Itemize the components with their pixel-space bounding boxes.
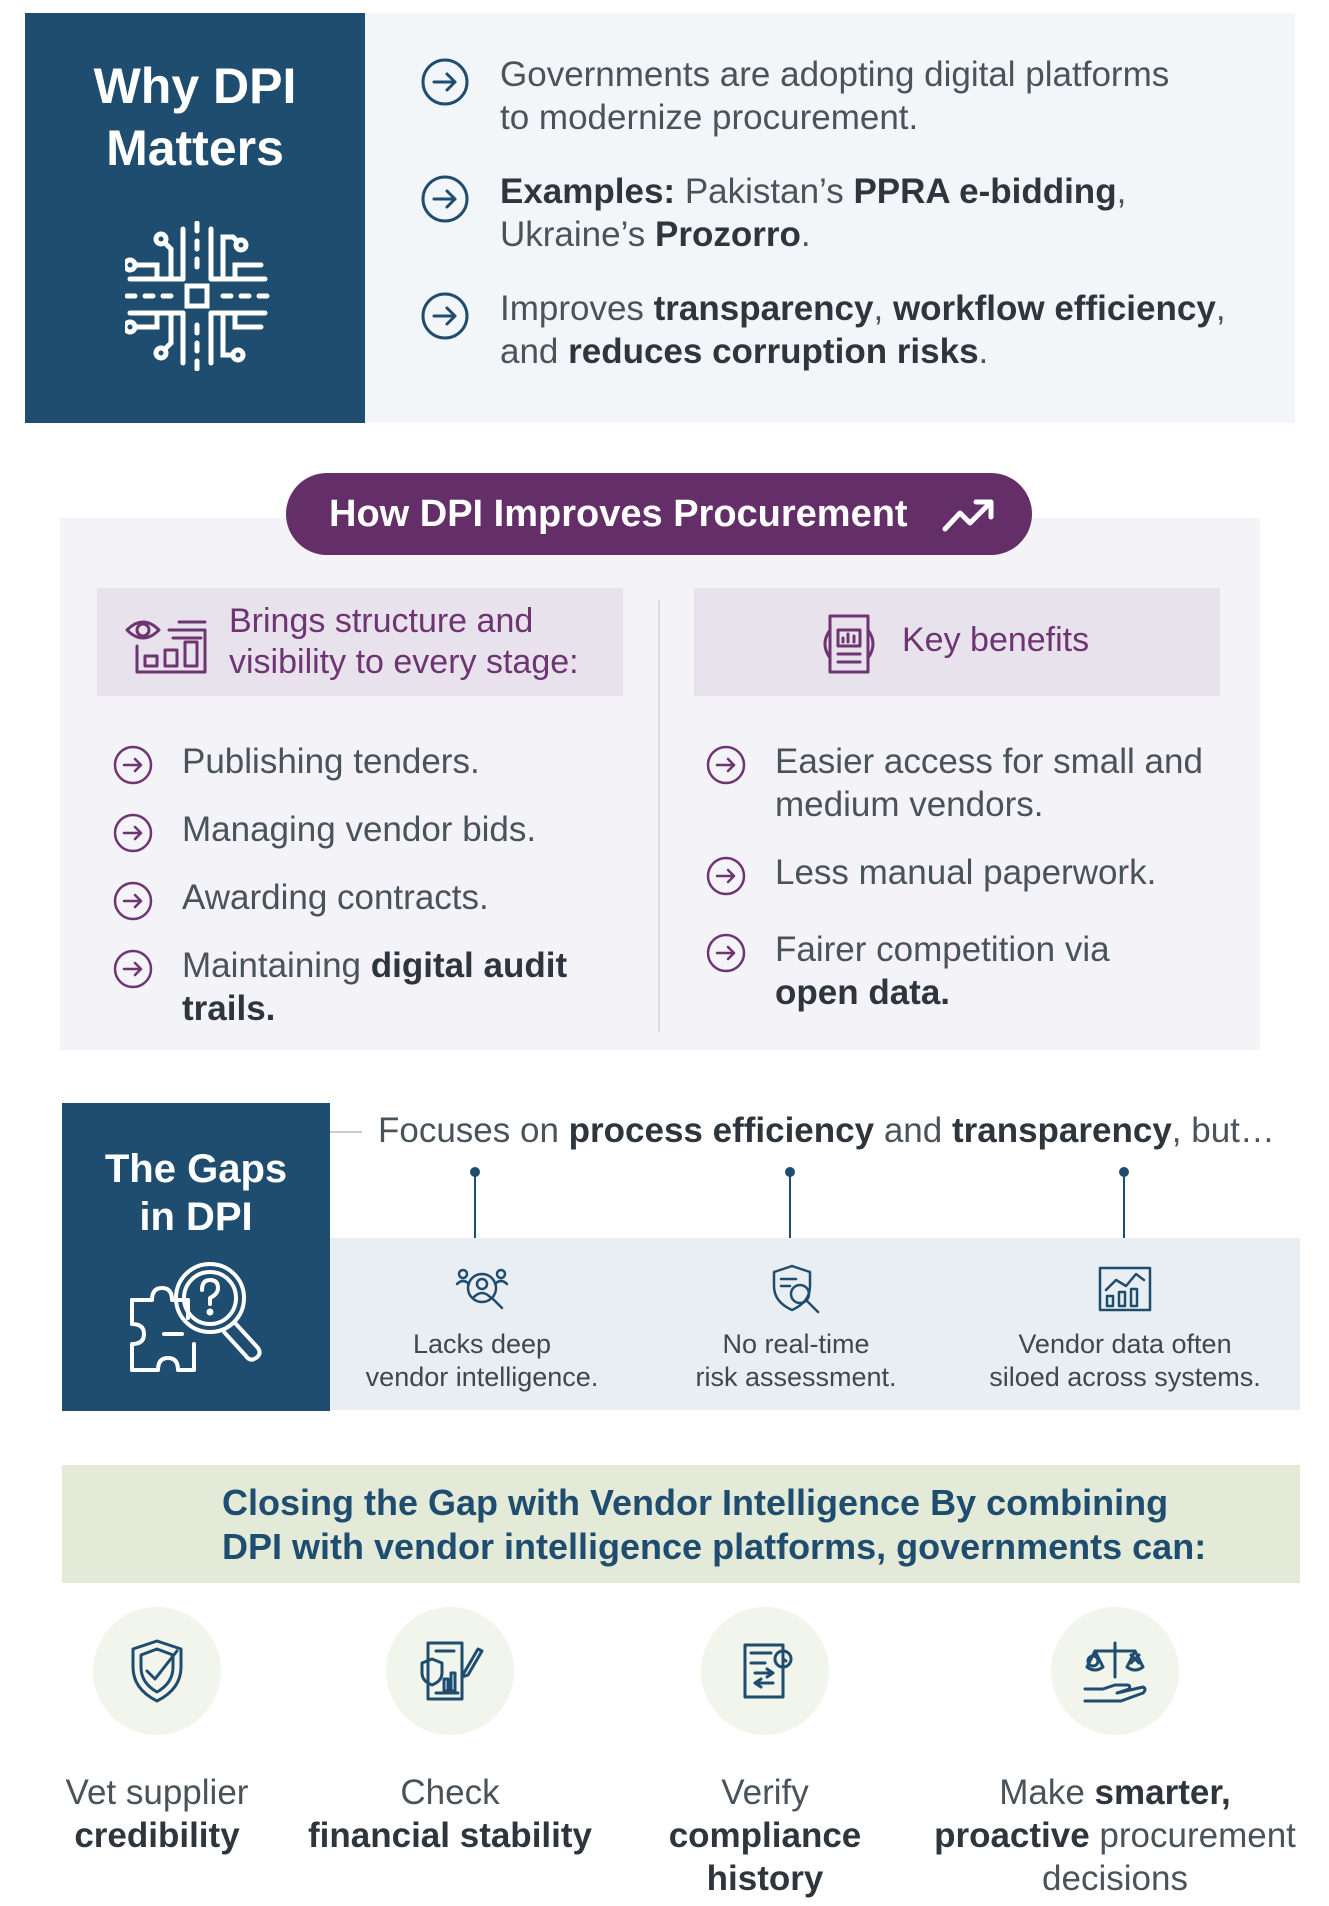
arrow-right-circle-icon (706, 933, 746, 973)
hand-scales-icon (1083, 1641, 1147, 1703)
stages-header: Brings structure and visibility to every… (97, 588, 623, 696)
arrow-right-circle-icon (706, 856, 746, 896)
connector-line (470, 1167, 480, 1238)
closing-the-gap-banner: Closing the Gap with Vendor Intelligence… (62, 1465, 1300, 1583)
focus-statement: Focuses on process efficiency and transp… (378, 1111, 1275, 1150)
key-benefits-header: Key benefits (694, 588, 1220, 696)
action-verify-compliance: Verify compliance history (635, 1607, 895, 1900)
action-check-financial: Check financial stability (300, 1607, 600, 1857)
arrow-right-circle-icon (421, 292, 469, 340)
action-vet-supplier: Vet supplier credibility (42, 1607, 272, 1857)
arrow-right-circle-icon (113, 881, 153, 921)
why-item-governments: Governments are adopting digital platfor… (420, 53, 1240, 143)
action-smarter-decisions: Make smarter, proactive procurement deci… (920, 1607, 1310, 1900)
why-dpi-content: Governments are adopting digital platfor… (365, 13, 1295, 423)
arrow-right-circle-icon (706, 745, 746, 785)
gaps-in-dpi-panel: The Gaps in DPI (62, 1103, 330, 1411)
why-dpi-panel: Why DPI Matters (25, 13, 365, 423)
analytics-board-icon (1098, 1266, 1152, 1312)
column-divider (658, 600, 660, 1032)
arrow-right-circle-icon (421, 175, 469, 223)
why-item-examples: Examples: Pakistan’s PPRA e-bidding, Ukr… (420, 170, 1240, 260)
gap-item-vendor-intelligence: Lacks deep vendor intelligence. (332, 1262, 632, 1394)
report-document-icon (823, 614, 875, 674)
gap-item-siloed-data: Vendor data often siloed across systems. (975, 1262, 1275, 1394)
arrow-right-circle-icon (421, 58, 469, 106)
why-item-improves: Improves transparency, workflow efficien… (420, 287, 1240, 377)
how-dpi-title-pill: How DPI Improves Procurement (286, 473, 1032, 555)
gaps-strip (330, 1238, 1300, 1410)
team-search-icon (455, 1268, 509, 1310)
connector-line (785, 1167, 795, 1238)
gaps-title: The Gaps in DPI (104, 1147, 288, 1239)
arrow-right-circle-icon (113, 949, 153, 989)
gap-item-risk-assessment: No real-time risk assessment. (646, 1262, 946, 1394)
trending-up-icon (942, 499, 994, 532)
shield-check-icon (131, 1639, 183, 1703)
arrow-right-circle-icon (113, 745, 153, 785)
puzzle-question-magnifier-icon (130, 1262, 262, 1372)
financial-report-icon (420, 1641, 484, 1701)
why-dpi-title: Why DPI Matters (93, 58, 297, 176)
connector-line (1119, 1167, 1129, 1238)
shield-search-icon (772, 1264, 820, 1314)
compliance-scroll-icon (743, 1643, 793, 1699)
eye-dashboard-icon (125, 620, 207, 674)
focus-leader-line (330, 1131, 362, 1133)
arrow-right-circle-icon (113, 813, 153, 853)
circuit-chip-icon (125, 221, 270, 371)
